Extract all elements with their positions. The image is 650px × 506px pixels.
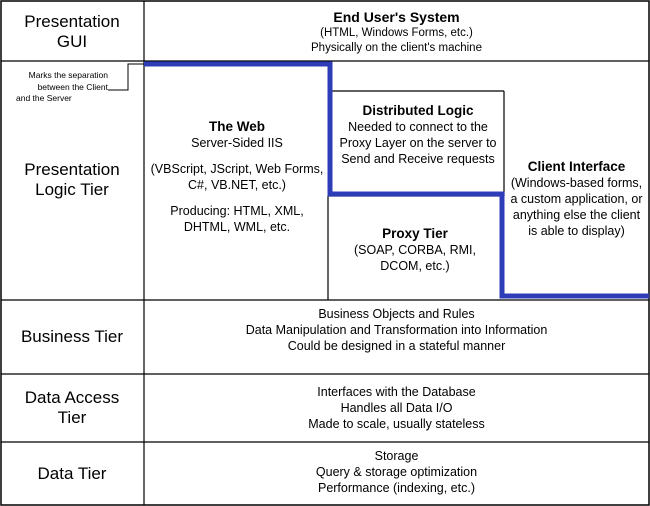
tier-label-line: GUI bbox=[56, 31, 88, 51]
tier-label-data: Data Tier bbox=[0, 442, 144, 505]
client-interface-line: (Windows-based forms, bbox=[510, 176, 643, 190]
separator-pointer bbox=[108, 63, 144, 91]
tier-label-line: Data Access bbox=[24, 388, 120, 407]
distributed-logic-line: Proxy Layer on the server to bbox=[339, 136, 497, 150]
client-server-separator bbox=[144, 61, 649, 299]
end-user-line: Physically on the client's machine bbox=[311, 41, 482, 54]
business-desc-line: Data Manipulation and Transformation int… bbox=[245, 323, 548, 337]
proxy-tier-title: Proxy Tier bbox=[382, 226, 448, 241]
business-tier-desc: Business Objects and Rules Data Manipula… bbox=[144, 300, 649, 360]
tier-label-presentation-gui: Presentation GUI bbox=[0, 2, 144, 61]
business-desc-line: Could be designed in a stateful manner bbox=[287, 339, 506, 353]
the-web-produce-line: Producing: HTML, XML, bbox=[170, 204, 304, 218]
client-interface-line: anything else the client bbox=[512, 208, 641, 222]
tier-label-presentation-logic: Presentation Logic Tier bbox=[0, 150, 144, 210]
end-user-title: End User's System bbox=[333, 8, 460, 25]
note-line: Marks the separation bbox=[28, 70, 108, 80]
tier-label-line: Logic Tier bbox=[35, 180, 109, 199]
note-line: between the Client bbox=[37, 81, 108, 92]
proxy-tier-line: (SOAP, CORBA, RMI, bbox=[353, 243, 476, 257]
data-tier-desc: Storage Query & storage optimization Per… bbox=[144, 442, 649, 502]
the-web-tech-line: C#, VB.NET, etc.) bbox=[188, 178, 286, 192]
business-desc-line: Business Objects and Rules bbox=[318, 307, 475, 321]
data-access-desc-line: Interfaces with the Database bbox=[317, 385, 476, 399]
data-desc-line: Performance (indexing, etc.) bbox=[317, 481, 475, 495]
client-interface-line: a custom application, or bbox=[510, 192, 643, 206]
client-interface-title: Client Interface bbox=[527, 159, 626, 174]
tier-label-line: Data Tier bbox=[37, 463, 107, 483]
client-interface-box: Client Interface (Windows-based forms, a… bbox=[504, 158, 649, 239]
distributed-logic-box: Distributed Logic Needed to connect to t… bbox=[332, 102, 504, 167]
tier-label-line: Presentation bbox=[24, 11, 120, 31]
tier-label-business: Business Tier bbox=[0, 300, 144, 374]
tier-label-line: Tier bbox=[57, 408, 87, 427]
tier-label-data-access: Data Access Tier bbox=[0, 374, 144, 442]
tier-label-line: Business Tier bbox=[20, 327, 124, 346]
data-desc-line: Query & storage optimization bbox=[315, 465, 478, 479]
data-desc-line: Storage bbox=[374, 449, 419, 463]
data-access-desc-line: Made to scale, usually stateless bbox=[308, 417, 485, 431]
the-web-title: The Web bbox=[208, 119, 265, 134]
separation-note: Marks the separation between the Client … bbox=[4, 70, 108, 105]
end-user-line: (HTML, Windows Forms, etc.) bbox=[320, 26, 473, 39]
client-interface-line: is able to display) bbox=[528, 224, 625, 238]
data-access-tier-desc: Interfaces with the Database Handles all… bbox=[144, 374, 649, 442]
note-line: and the Server bbox=[16, 93, 72, 103]
end-user-system: End User's System (HTML, Windows Forms, … bbox=[144, 6, 649, 58]
proxy-tier-box: Proxy Tier (SOAP, CORBA, RMI, DCOM, etc.… bbox=[328, 225, 502, 274]
distributed-logic-line: Needed to connect to the bbox=[348, 120, 488, 134]
tier-label-line: Presentation bbox=[24, 160, 120, 179]
proxy-tier-line: DCOM, etc.) bbox=[380, 259, 450, 273]
data-access-desc-line: Handles all Data I/O bbox=[340, 401, 453, 415]
the-web-line: Server-Sided IIS bbox=[191, 136, 283, 150]
the-web-tech-line: (VBScript, JScript, Web Forms, bbox=[150, 162, 324, 176]
the-web-produce-line: DHTML, WML, etc. bbox=[183, 220, 291, 234]
distributed-logic-title: Distributed Logic bbox=[362, 103, 474, 118]
the-web-box: The Web Server-Sided IIS (VBScript, JScr… bbox=[144, 118, 330, 235]
distributed-logic-line: Send and Receive requests bbox=[341, 152, 495, 166]
